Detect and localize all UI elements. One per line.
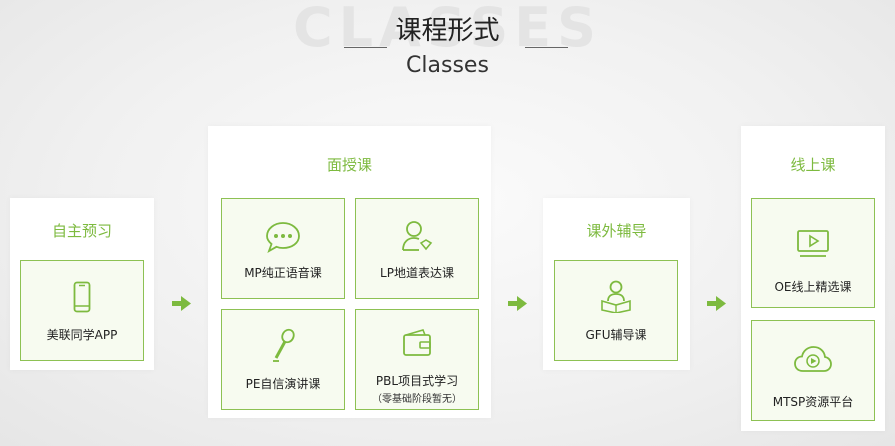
panel-self-preview: 自主预习 美联同学APP	[10, 198, 154, 370]
card-label-meilian-app: 美联同学APP	[46, 328, 118, 342]
panel-online: 线上课 OE线上精选课 MTSP资源平台	[741, 126, 885, 431]
arrow-right-icon	[172, 296, 191, 311]
video-screen-icon	[797, 230, 829, 257]
card-lp-expression[interactable]: LP地道表达课	[355, 198, 479, 299]
card-label-lp: LP地道表达课	[380, 266, 454, 280]
smartphone-icon	[73, 281, 91, 313]
panel-title-online: 线上课	[790, 156, 836, 174]
title-right-rule	[525, 47, 568, 48]
card-mtsp-platform[interactable]: MTSP资源平台	[751, 320, 875, 421]
panel-title-self-preview: 自主预习	[51, 222, 112, 240]
panel-title-face-to-face: 面授课	[326, 156, 372, 174]
card-gfu-tutoring[interactable]: GFU辅导课	[554, 260, 678, 361]
panel-tutoring: 课外辅导 GFU辅导课	[543, 198, 690, 370]
card-label-mp: MP纯正语音课	[244, 266, 322, 280]
panel-face-to-face: 面授课 MP纯正语音课 LP地道表达课 PE自信演讲课	[208, 126, 491, 418]
card-label-pe: PE自信演讲课	[245, 377, 321, 391]
card-label-pbl: PBL项目式学习	[375, 374, 459, 388]
speaker-person-icon	[402, 221, 433, 251]
card-label-mtsp: MTSP资源平台	[772, 395, 854, 409]
panel-title-tutoring: 课外辅导	[586, 222, 647, 240]
card-label-gfu: GFU辅导课	[585, 328, 647, 342]
arrow-right-icon	[508, 296, 527, 311]
card-pbl-project[interactable]: PBL项目式学习 （零基础阶段暂无）	[355, 309, 479, 410]
page-subtitle: Classes	[406, 53, 489, 78]
card-pe-speech[interactable]: PE自信演讲课	[221, 309, 345, 410]
card-oe-online[interactable]: OE线上精选课	[751, 198, 875, 308]
reading-person-icon	[601, 280, 631, 313]
card-note-pbl: （零基础阶段暂无）	[372, 394, 462, 405]
chat-bubble-icon	[266, 222, 300, 253]
card-label-oe: OE线上精选课	[774, 280, 852, 294]
wallet-icon	[403, 329, 431, 356]
arrow-right-icon	[707, 296, 726, 311]
cloud-play-icon	[794, 346, 832, 372]
background-watermark-word: CLASSES	[293, 0, 602, 59]
card-meilian-app[interactable]: 美联同学APP	[20, 260, 144, 361]
card-mp-pronunciation[interactable]: MP纯正语音课	[221, 198, 345, 299]
microphone-icon	[273, 328, 295, 362]
page-title: 课程形式	[395, 16, 500, 46]
title-left-rule	[344, 47, 387, 48]
